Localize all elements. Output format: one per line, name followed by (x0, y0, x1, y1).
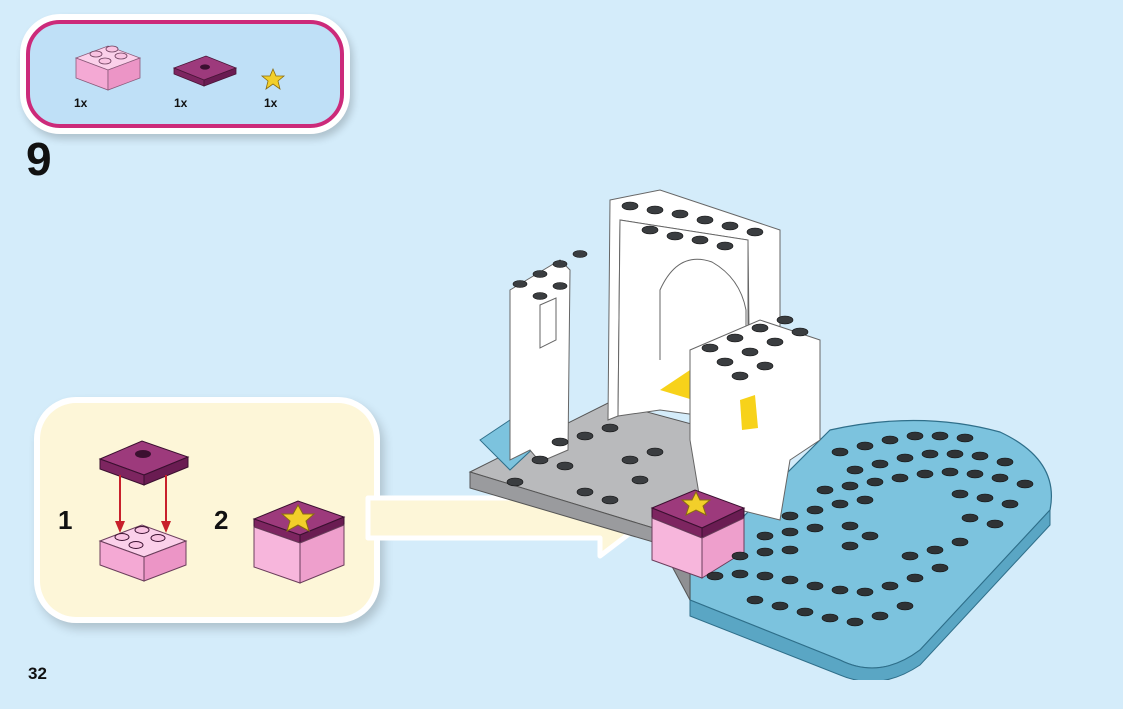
substep-2-number: 2 (214, 505, 229, 535)
studs (506, 201, 809, 505)
main-model-illustration (365, 189, 1052, 680)
blue-plate-studs (706, 431, 1034, 627)
gold-star-qty: 1x (264, 96, 278, 110)
step-number: 9 (26, 133, 52, 185)
placed-pink-brick (650, 489, 746, 579)
substep-2-illustration (252, 500, 346, 584)
page-number: 32 (28, 664, 47, 683)
purple-tile-qty: 1x (174, 96, 188, 110)
parts-list-box: 1x 1x 1x (26, 20, 344, 128)
substep-1-illustration (98, 440, 190, 582)
pink-brick-qty: 1x (74, 96, 88, 110)
white-corner-block (689, 319, 821, 521)
gold-star-icon (260, 68, 286, 90)
white-wall-left (509, 259, 571, 463)
sub-assembly-callout: 1 2 (40, 403, 374, 617)
substep-1-number: 1 (58, 505, 73, 535)
purple-tile-icon (172, 55, 238, 87)
pink-brick-2x2-icon (74, 45, 142, 91)
